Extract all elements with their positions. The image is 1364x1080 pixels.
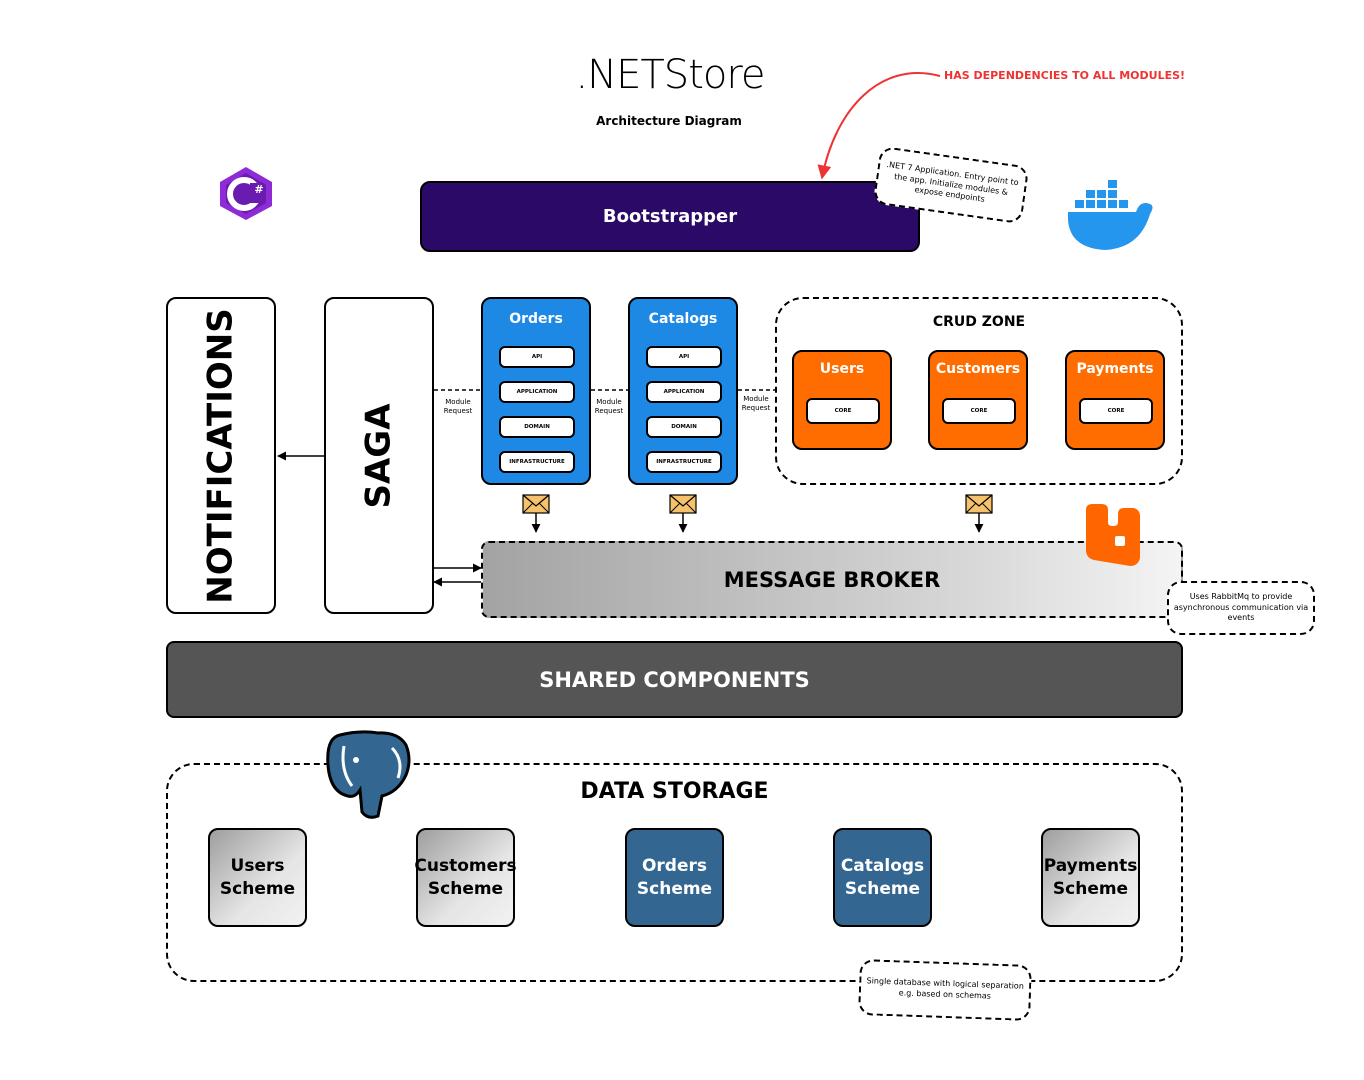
scheme-suffix: Scheme: [427, 878, 504, 899]
scheme-suffix: Scheme: [636, 878, 713, 899]
payments-module-name: Payments: [1076, 361, 1154, 377]
event-envelope-icon: [669, 494, 697, 533]
diagram-subtitle: Architecture Diagram: [596, 114, 742, 128]
users-module-name: Users: [819, 361, 865, 377]
orders-module-name: Orders: [509, 311, 563, 327]
payments-module: Payments CORE: [1065, 350, 1165, 450]
payments-scheme: Payments Scheme: [1041, 828, 1140, 927]
orders-module: Orders API APPLICATION DOMAIN INFRASTRUC…: [481, 297, 591, 485]
saga-label: SAGA: [359, 402, 399, 509]
docker-logo-icon: [1068, 180, 1153, 250]
crud-zone: CRUD ZONE: [775, 297, 1183, 485]
rabbitmq-note: Uses RabbitMq to provide asynchronous co…: [1167, 581, 1315, 635]
module-request-label: Module Request: [443, 398, 473, 416]
scheme-name: Catalogs: [840, 856, 925, 877]
catalogs-layer-application: APPLICATION: [646, 381, 722, 403]
rabbitmq-note-text: Uses RabbitMq to provide asynchronous co…: [1173, 591, 1309, 623]
orders-layer-infrastructure: INFRASTRUCTURE: [499, 451, 575, 473]
scheme-name: Payments: [1043, 856, 1138, 877]
payments-layer-core: CORE: [1079, 398, 1153, 424]
event-envelope-icon: [522, 494, 550, 533]
orders-scheme: Orders Scheme: [625, 828, 724, 927]
module-request-label: Module Request: [594, 398, 624, 416]
catalogs-module: Catalogs API APPLICATION DOMAIN INFRASTR…: [628, 297, 738, 485]
bootstrapper-note-text: .NET 7 Application. Entry point to the a…: [886, 159, 1020, 205]
customers-scheme: Customers Scheme: [414, 828, 517, 927]
shared-components-label: SHARED COMPONENTS: [539, 667, 810, 692]
shared-components: SHARED COMPONENTS: [166, 641, 1183, 718]
catalogs-layer-domain: DOMAIN: [646, 416, 722, 438]
scheme-suffix: Scheme: [1052, 878, 1129, 899]
catalogs-module-name: Catalogs: [648, 311, 718, 327]
scheme-name: Customers: [414, 856, 517, 877]
notifications-label: NOTIFICATIONS: [201, 307, 241, 604]
customers-module: Customers CORE: [928, 350, 1028, 450]
users-module: Users CORE: [792, 350, 892, 450]
saga-box: SAGA: [324, 297, 434, 614]
orders-layer-application: APPLICATION: [499, 381, 575, 403]
scheme-name: Orders: [641, 856, 708, 877]
crud-zone-title: CRUD ZONE: [932, 314, 1026, 330]
users-scheme: Users Scheme: [208, 828, 307, 927]
users-layer-core: CORE: [806, 398, 880, 424]
data-storage-title: DATA STORAGE: [580, 779, 769, 804]
catalogs-layer-infrastructure: INFRASTRUCTURE: [646, 451, 722, 473]
catalogs-scheme: Catalogs Scheme: [833, 828, 932, 927]
database-note: Single database with logical separation …: [858, 959, 1032, 1021]
scheme-suffix: Scheme: [219, 878, 296, 899]
diagram-title: .NETStore: [575, 52, 765, 98]
scheme-suffix: Scheme: [844, 878, 921, 899]
message-broker-label: MESSAGE BROKER: [723, 567, 941, 592]
csharp-logo-label: #: [254, 183, 263, 196]
database-note-text: Single database with logical separation …: [866, 976, 1025, 1001]
customers-module-name: Customers: [935, 361, 1021, 377]
catalogs-layer-api: API: [646, 346, 722, 368]
csharp-logo-icon: #: [220, 167, 272, 220]
module-request-label: Module Request: [741, 395, 771, 413]
data-storage: [166, 763, 1183, 982]
dependencies-annotation: HAS DEPENDENCIES TO ALL MODULES!: [944, 69, 1186, 82]
orders-layer-domain: DOMAIN: [499, 416, 575, 438]
scheme-name: Users: [230, 856, 285, 877]
bootstrapper-label: Bootstrapper: [602, 206, 738, 227]
notifications-box: NOTIFICATIONS: [166, 297, 276, 614]
bootstrapper-box: Bootstrapper: [420, 181, 920, 252]
orders-layer-api: API: [499, 346, 575, 368]
message-broker: MESSAGE BROKER: [481, 541, 1183, 618]
event-envelope-icon: [965, 494, 993, 533]
customers-layer-core: CORE: [942, 398, 1016, 424]
